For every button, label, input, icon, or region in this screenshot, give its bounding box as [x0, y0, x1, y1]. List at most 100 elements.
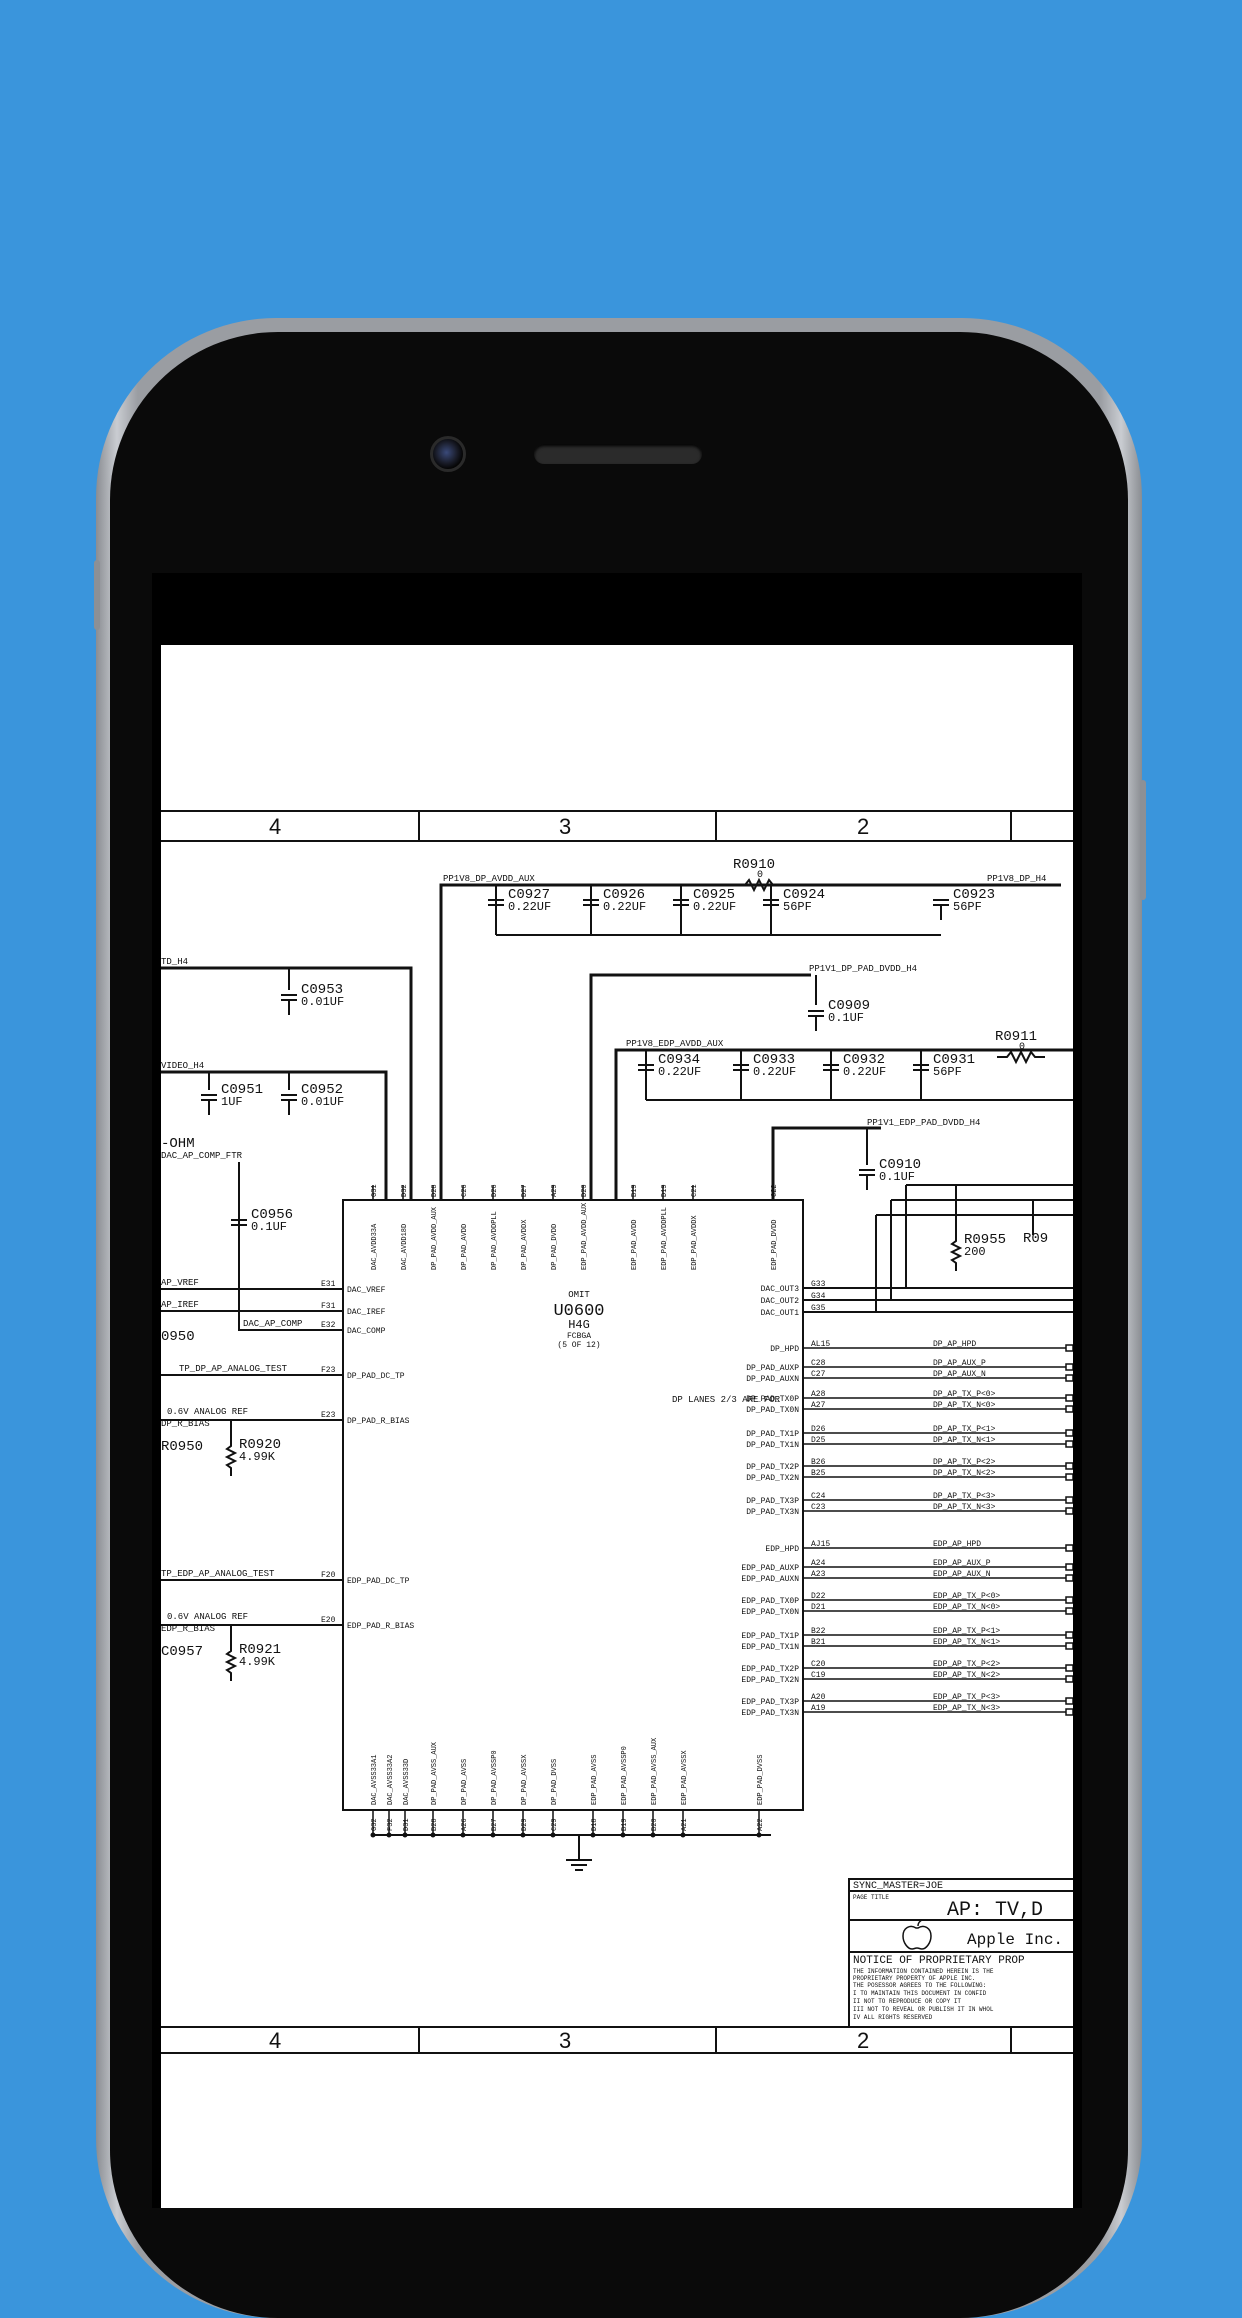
zone-label: 2: [857, 2028, 869, 2053]
zone-label: 4: [269, 2028, 281, 2053]
sync-master: SYNC_MASTER=JOE: [853, 1881, 943, 1892]
schematic-sheet: 4 3 2 4 3 2 PP1V8_DP_AVDD_AUX PP1V8_DP_H…: [161, 810, 1073, 2054]
components-layer: [201, 877, 1045, 1681]
pin-ball: A28: [811, 1390, 826, 1399]
value-label: 56PF: [933, 1065, 962, 1079]
pin-name: DP_PAD_DC_TP: [347, 1372, 405, 1381]
refdes-label: C0927: [508, 887, 550, 903]
speaker-grille: [534, 444, 702, 464]
zone-label: 2: [857, 814, 869, 839]
notice-line: THE INFORMATION CONTAINED HEREIN IS THE: [853, 1968, 994, 1975]
refdes-label: C0933: [753, 1052, 795, 1068]
refdes-label: C0923: [953, 887, 995, 903]
pin-name: DP_PAD_AVSS_AUX: [431, 1741, 439, 1805]
net-label: DP_AP_TX_N<2>: [933, 1469, 996, 1478]
component-labels: R09100C09270.22UFC09260.22UFC09250.22UFC…: [221, 857, 1048, 1669]
pin-ball: B22: [811, 1627, 826, 1636]
pin-ball: G34: [811, 1292, 826, 1301]
pin-name: DAC_AVDD18D: [401, 1224, 409, 1270]
net-label: DP_AP_TX_N<3>: [933, 1503, 996, 1512]
pin-name: EDP_PAD_AVDD_AUX: [581, 1202, 589, 1270]
net-label: -OHM: [161, 1136, 195, 1152]
dp-lanes-note: DP LANES 2/3 ARE FOR: [672, 1395, 781, 1405]
pin-name: EDP_PAD_AVSS: [591, 1755, 599, 1805]
net-label: AP_VREF: [161, 1278, 199, 1288]
chip-refdes: U0600: [553, 1302, 604, 1321]
pin-ball: B19: [631, 1184, 639, 1197]
pin-name: DP_PAD_AVSSX: [521, 1754, 529, 1805]
value-label: 4.99K: [239, 1450, 276, 1464]
pin-ball: F20: [321, 1571, 336, 1580]
value-label: 0.1UF: [879, 1170, 915, 1184]
value-label: 0.22UF: [843, 1065, 886, 1079]
pin-ball: D32: [401, 1184, 409, 1197]
net-label: DP_AP_HPD: [933, 1340, 976, 1349]
pin-ball: G32: [371, 1818, 379, 1831]
pin-name: DAC_AVDD33A: [371, 1223, 379, 1270]
refdes-label: C0925: [693, 887, 735, 903]
pin-name: DP_PAD_AVSSP0: [491, 1750, 499, 1805]
capacitor-symbol: [488, 899, 504, 920]
pin-ball: G33: [811, 1280, 826, 1289]
pin-ball: AL15: [811, 1340, 830, 1349]
net-label: VIDEO_H4: [161, 1061, 204, 1071]
value-label: 0.22UF: [753, 1065, 796, 1079]
value-label: 0.22UF: [508, 900, 551, 914]
net-label: DP_AP_AUX_P: [933, 1359, 986, 1368]
pin-ball: E32: [321, 1321, 336, 1330]
pin-ball: C27: [811, 1370, 826, 1379]
chip-part: H4G: [568, 1318, 590, 1332]
pin-name: EDP_PAD_AUXP: [741, 1564, 799, 1573]
pin-ball: AJ15: [811, 1540, 830, 1549]
refdes-label: C0956: [251, 1207, 293, 1223]
pin-name: EDP_PAD_AVDDPLL: [661, 1207, 669, 1270]
pin-ball: C21: [691, 1184, 699, 1197]
resistor-symbol: [949, 1235, 963, 1271]
net-label: DP_AP_TX_P<0>: [933, 1390, 996, 1399]
notice-line: IV ALL RIGHTS RESERVED: [853, 2014, 933, 2021]
net-label: EDP_AP_TX_N<0>: [933, 1603, 1000, 1612]
u0600-chip-body: [342, 1199, 804, 1811]
pin-ball: E20: [321, 1616, 336, 1625]
pin-ball: D29: [521, 1818, 529, 1831]
capacitor-symbol: [638, 1064, 654, 1085]
pin-name: EDP_PAD_AVSSP0: [621, 1746, 629, 1805]
pin-name: DP_PAD_AUXN: [746, 1375, 799, 1384]
company-name: Apple Inc.: [967, 1931, 1063, 1949]
value-label: 4.99K: [239, 1655, 276, 1669]
schematic-viewer[interactable]: 4 3 2 4 3 2 PP1V8_DP_AVDD_AUX PP1V8_DP_H…: [161, 645, 1073, 2208]
net-label: EDP_AP_TX_P<1>: [933, 1627, 1000, 1636]
refdes-label: C0909: [828, 998, 870, 1014]
apple-logo-icon: [902, 1919, 932, 1950]
net-label: EDP_AP_TX_P<0>: [933, 1592, 1000, 1601]
pin-ball: D18: [591, 1818, 599, 1831]
net-label: DP_AP_TX_P<1>: [933, 1425, 996, 1434]
pin-ball: C23: [811, 1503, 826, 1512]
pin-ball: A19: [811, 1704, 826, 1713]
zone-label: 3: [559, 814, 571, 839]
pin-ball: B25: [811, 1469, 826, 1478]
pin-ball: C26: [461, 1184, 469, 1197]
refdes-label: 0950: [161, 1329, 195, 1345]
pin-name: DP_PAD_TX2P: [746, 1463, 799, 1472]
pin-ball: A22: [757, 1818, 765, 1831]
refdes-label: R0911: [995, 1029, 1037, 1045]
capacitor-symbol: [583, 899, 599, 920]
pin-name: DAC_VREF: [347, 1286, 386, 1295]
refdes-label: C0924: [783, 887, 825, 903]
capacitor-symbol: [733, 1064, 749, 1085]
pin-name: DP_PAD_AUXP: [746, 1364, 799, 1373]
pin-ball: B28: [431, 1818, 439, 1831]
value-label: 0: [1019, 1042, 1025, 1053]
zone-label: 4: [269, 814, 281, 839]
net-label: EDP_AP_TX_P<2>: [933, 1660, 1000, 1669]
pin-ball: C28: [811, 1359, 826, 1368]
pin-name: EDP_PAD_AVDDX: [691, 1215, 699, 1270]
pin-name: DP_PAD_DVDD: [551, 1224, 559, 1270]
net-label: EDP_AP_TX_N<1>: [933, 1638, 1000, 1647]
net-label: EDP_AP_TX_N<2>: [933, 1671, 1000, 1680]
refdes-label: R09: [1023, 1231, 1048, 1247]
capacitor-symbol: [281, 994, 297, 1015]
pin-ball: D20: [581, 1184, 589, 1197]
